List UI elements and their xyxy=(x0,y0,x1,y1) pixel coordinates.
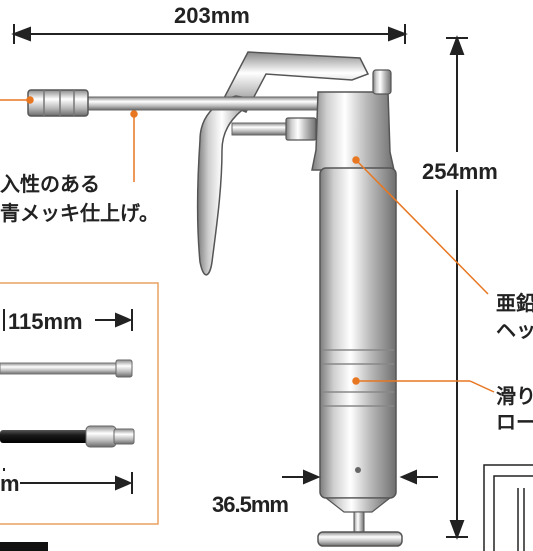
diameter-dimension-label: 36.5mm xyxy=(212,492,289,517)
black-label-tab xyxy=(0,542,48,551)
plunger-t-handle xyxy=(317,531,403,547)
length-dimension-line xyxy=(11,24,408,44)
nozzle-length-arrow xyxy=(3,309,133,331)
diameter-arrows xyxy=(282,469,438,485)
nozzle-coupler xyxy=(27,89,89,117)
callout-left-line1: 入性のある xyxy=(0,172,100,196)
callout-right2-line2: ロー xyxy=(496,410,533,434)
callout-lines xyxy=(0,96,495,393)
extension-pipe xyxy=(61,96,333,111)
nozzle-length-label: 115mm xyxy=(8,309,85,335)
callout-right1-line1: 亜鉛 xyxy=(496,291,533,315)
callout-right2-line1: 滑り xyxy=(496,384,533,408)
callout-right1-line2: ヘッ xyxy=(496,318,533,342)
height-dimension-label: 254mm xyxy=(422,159,498,185)
right-partial-frame xyxy=(483,464,533,551)
grease-barrel xyxy=(319,167,397,499)
handle-grip xyxy=(196,95,261,276)
hose-length-arrow xyxy=(14,472,133,494)
height-dimension-line xyxy=(446,35,468,540)
rigid-nozzle-pipe xyxy=(0,362,119,375)
callout-left-line2: 青メッキ仕上げ。 xyxy=(0,201,159,225)
hose-length-label: m xyxy=(0,471,20,497)
flexible-hose xyxy=(0,430,90,443)
length-dimension-label: 203mm xyxy=(170,3,254,29)
barrel-rings xyxy=(322,349,394,407)
nozzle-options-panel xyxy=(0,282,159,525)
